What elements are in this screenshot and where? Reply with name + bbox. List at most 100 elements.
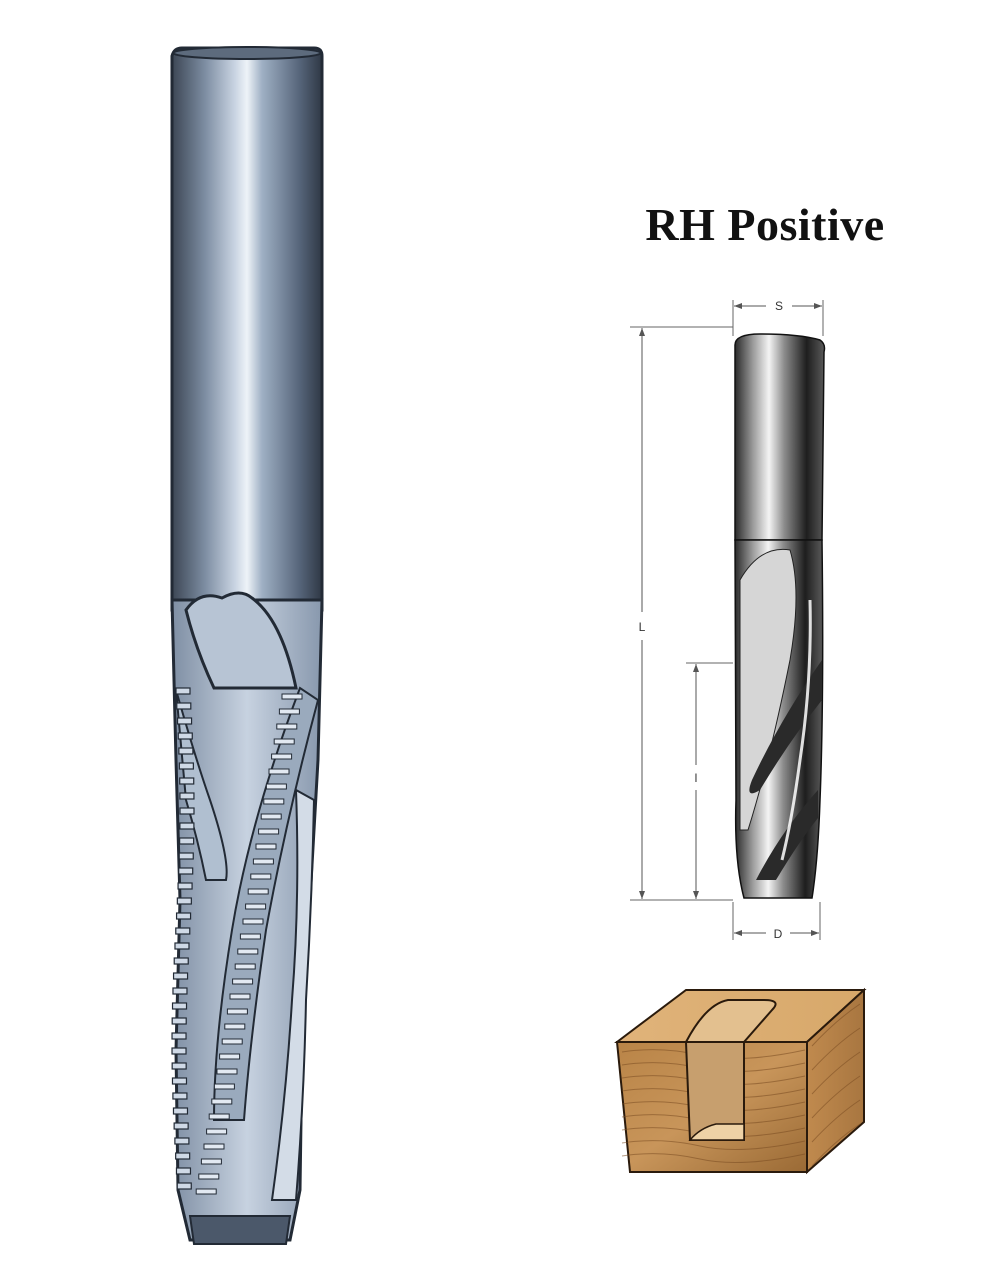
serration-tooth [219,1053,241,1060]
serration-tooth [263,798,285,805]
serration-tooth [172,972,189,980]
serration-tooth [178,852,194,860]
serration-tooth [175,927,191,935]
wood-grain-line [811,1027,861,1071]
dimension-l-cutting: l [686,662,733,899]
wood-slot-floor [688,1123,745,1141]
serration-tooth [175,912,192,920]
serration-tooth [179,837,195,845]
serration-tooth [273,738,295,745]
serration-tooth [229,993,251,1000]
serration-tooth [175,1152,191,1160]
serration-tooth [281,693,303,700]
large-bit-shank [170,46,324,612]
serration-tooth [265,783,287,790]
wood-grain-line [811,1051,861,1095]
serration-tooth [178,867,194,875]
wood-slot-top [684,999,777,1043]
large-bit-tip [188,1215,292,1245]
dimension-d: D [732,902,821,941]
serration-tooth [268,768,290,775]
serration-tooth [172,1107,189,1115]
serration-tooth [179,822,195,830]
serration-tooth [179,792,195,800]
serration-tooth [252,858,274,865]
large-bit-shank-top [172,46,322,60]
label-d: D [774,927,783,941]
serration-tooth [260,813,282,820]
serration-tooth [206,1128,228,1135]
wood-grain-line [811,1123,861,1167]
serration-tooth [198,1173,220,1180]
serration-tooth [195,1188,217,1195]
serration-tooth [178,747,194,755]
large-bit-serration-teeth [171,687,303,1195]
serration-tooth [255,843,277,850]
serration-tooth [226,1008,248,1015]
serration-tooth [176,1182,192,1190]
serration-tooth [278,708,300,715]
small-bit-spiral-highlight [780,599,812,861]
serration-tooth [171,1032,187,1040]
serration-tooth [171,1062,187,1070]
dimension-drawing: S L l [630,299,826,941]
serration-tooth [211,1098,233,1105]
wood-block-illustration [614,987,867,1175]
serration-tooth [221,1038,243,1045]
label-s: S [775,299,783,313]
large-router-bit [170,46,324,1245]
dimension-s: S [732,299,824,336]
label-l: L [639,620,646,634]
serration-tooth [172,1092,188,1100]
serration-tooth [276,723,298,730]
dimension-l-overall: L [630,326,733,901]
small-bit-shank [734,333,826,541]
serration-tooth [234,963,256,970]
serration-tooth [177,882,193,890]
wood-grain-line [811,1003,861,1047]
serration-tooth [247,888,269,895]
label-l-small: l [695,771,698,785]
serration-tooth [216,1068,238,1075]
small-bit-spiral-groove-1 [749,660,822,794]
serration-tooth [213,1083,235,1090]
serration-tooth [174,942,190,950]
serration-tooth [171,1002,188,1010]
serration-tooth [224,1023,246,1030]
serration-tooth [176,717,193,725]
wood-grain-line [621,1153,806,1164]
serration-tooth [171,1017,187,1025]
wood-grain-line [811,1075,861,1119]
serration-tooth [175,687,191,695]
serration-tooth [173,957,189,965]
serration-tooth [245,903,267,910]
serration-tooth [171,1047,187,1055]
diagram-title: RH Positive [645,199,885,250]
serration-tooth [179,777,195,785]
serration-tooth [203,1143,225,1150]
wood-grain-line [621,1140,806,1151]
wood-grain-line [811,1099,861,1143]
serration-tooth [250,873,272,880]
serration-tooth [175,1167,192,1175]
serration-tooth [177,732,193,740]
serration-tooth [174,1137,190,1145]
serration-tooth [232,978,254,985]
large-bit-spiral-band-2 [270,788,316,1201]
serration-tooth [258,828,280,835]
serration-tooth [242,918,264,925]
serration-tooth [176,897,192,905]
serration-tooth [176,702,192,710]
serration-tooth [208,1113,230,1120]
serration-tooth [271,753,293,760]
serration-tooth [237,948,259,955]
serration-tooth [200,1158,222,1165]
serration-tooth [239,933,261,940]
serration-tooth [179,807,195,815]
serration-tooth [178,762,194,770]
serration-tooth [173,1122,189,1130]
large-bit-flute-entry [184,591,298,690]
serration-tooth [171,1077,188,1085]
